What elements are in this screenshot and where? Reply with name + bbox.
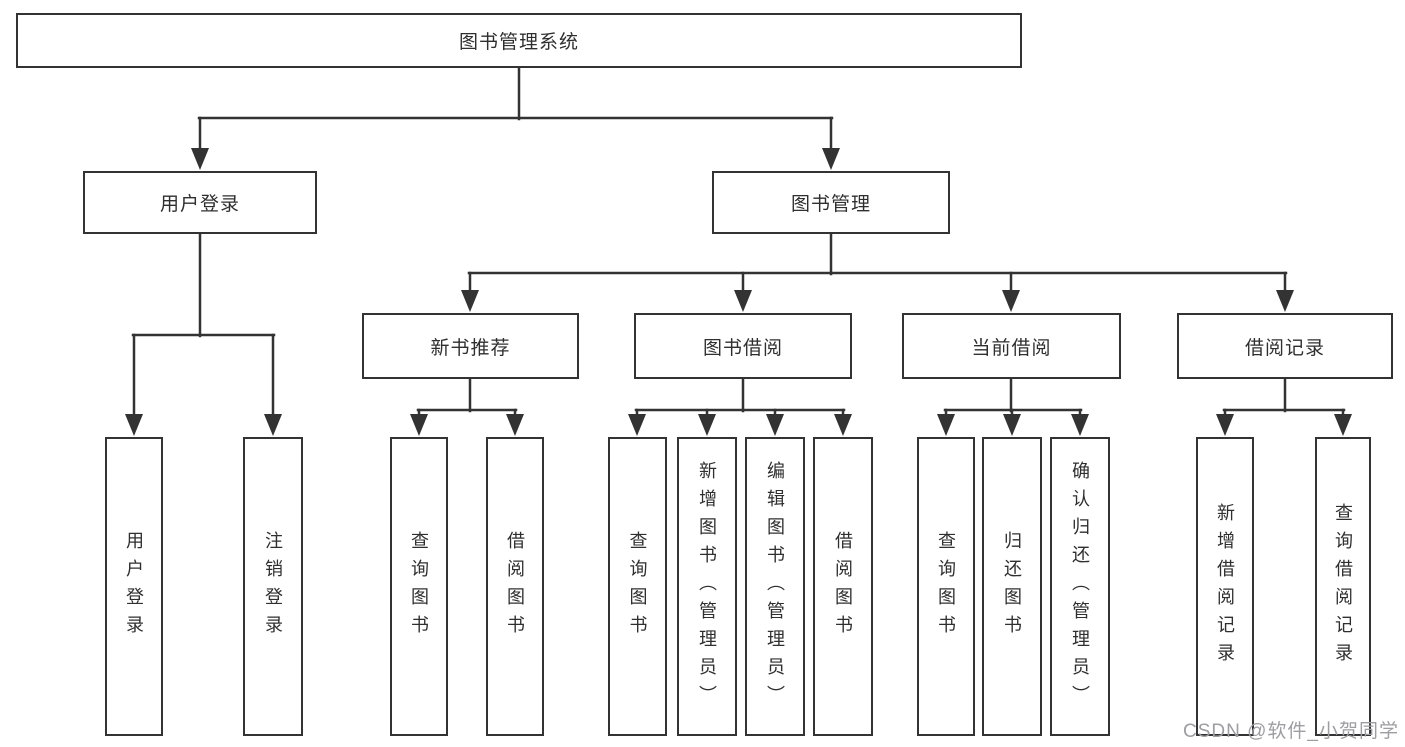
leaf-user-login: 用户登录 bbox=[105, 437, 163, 736]
node-current-borrowing-label: 当前借阅 bbox=[971, 337, 1052, 359]
node-borrowing-records-label: 借阅记录 bbox=[1244, 337, 1325, 359]
node-current-borrowing: 当前借阅 bbox=[902, 313, 1121, 379]
csdn-watermark: CSDN @软件_小贺同学 bbox=[1183, 721, 1399, 742]
node-book-borrowing: 图书借阅 bbox=[634, 313, 852, 379]
leaf-bb-query-books-label: 查询图书 bbox=[627, 530, 648, 643]
node-book-management: 图书管理 bbox=[712, 171, 950, 234]
node-root-label: 图书管理系统 bbox=[458, 32, 579, 53]
leaf-br-query-record: 查询借阅记录 bbox=[1315, 437, 1371, 736]
leaf-cb-return-books-label: 归还图书 bbox=[1002, 530, 1022, 643]
leaf-nb-query-books: 查询图书 bbox=[390, 437, 448, 736]
leaf-br-add-record-label: 新增借阅记录 bbox=[1215, 502, 1235, 671]
leaf-logout-label: 注销登录 bbox=[263, 530, 283, 643]
node-book-management-label: 图书管理 bbox=[790, 194, 871, 215]
leaf-cb-return-books: 归还图书 bbox=[982, 437, 1042, 736]
leaf-cb-query-books: 查询图书 bbox=[917, 437, 975, 736]
leaf-bb-edit-books-admin: 编辑图书（管理员） bbox=[745, 437, 805, 736]
node-borrowing-records: 借阅记录 bbox=[1177, 313, 1393, 379]
node-user-login-label: 用户登录 bbox=[159, 194, 240, 215]
leaf-br-add-record: 新增借阅记录 bbox=[1196, 437, 1254, 736]
leaf-bb-add-books-admin-label: 新增图书（管理员） bbox=[697, 460, 717, 713]
leaf-br-query-record-label: 查询借阅记录 bbox=[1333, 502, 1353, 671]
leaf-bb-borrow-books: 借阅图书 bbox=[813, 437, 873, 736]
leaf-cb-query-books-label: 查询图书 bbox=[936, 530, 956, 643]
leaf-logout: 注销登录 bbox=[243, 437, 303, 736]
leaf-cb-confirm-return-admin: 确认归还（管理员） bbox=[1050, 437, 1110, 736]
leaf-bb-add-books-admin: 新增图书（管理员） bbox=[677, 437, 737, 736]
leaf-bb-edit-books-admin-label: 编辑图书（管理员） bbox=[765, 460, 785, 713]
node-book-borrowing-label: 图书借阅 bbox=[702, 337, 783, 359]
leaf-nb-query-books-label: 查询图书 bbox=[409, 530, 429, 643]
leaf-nb-borrow-books: 借阅图书 bbox=[486, 437, 544, 736]
node-new-book-recommend-label: 新书推荐 bbox=[430, 337, 511, 359]
node-user-login: 用户登录 bbox=[83, 171, 317, 234]
leaf-cb-confirm-return-admin-label: 确认归还（管理员） bbox=[1070, 460, 1090, 713]
leaf-bb-borrow-books-label: 借阅图书 bbox=[833, 530, 853, 643]
leaf-nb-borrow-books-label: 借阅图书 bbox=[505, 530, 525, 643]
leaf-bb-query-books: 查询图书 bbox=[608, 437, 667, 736]
leaf-user-login-label: 用户登录 bbox=[124, 530, 144, 643]
node-new-book-recommend: 新书推荐 bbox=[362, 313, 579, 379]
node-root: 图书管理系统 bbox=[16, 13, 1022, 68]
